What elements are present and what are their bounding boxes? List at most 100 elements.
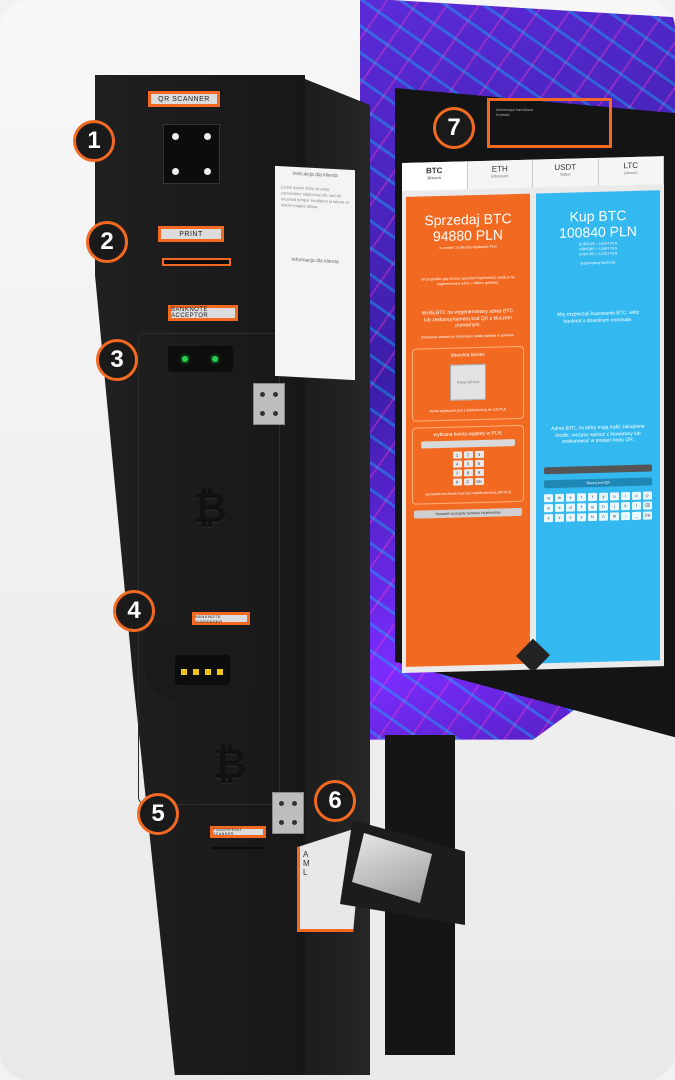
marker-2: 2 <box>86 221 128 263</box>
banknote-acceptor-label: BANKNOTE ACCEPTOR <box>168 305 238 321</box>
keyboard-key[interactable]: c <box>566 512 575 522</box>
keyboard-key[interactable]: b <box>588 512 597 521</box>
keypad-key[interactable]: 8 <box>463 468 473 476</box>
marker-3: 3 <box>96 339 138 381</box>
buy-instruction: Aby rozpocząć kupowanie BTC, włóż bankno… <box>556 309 640 325</box>
keyboard-key[interactable]: u <box>610 491 619 501</box>
buy-address-note: Adres BTC, na który mają trafić zakupion… <box>551 423 645 445</box>
confirm-exchange-button[interactable]: Sprawdź szczegóły wymiany kryptowaluty <box>414 507 522 519</box>
aml-label: A M L <box>303 850 310 877</box>
any-amount-box: dowolna kwota: Pokaż QR kod kwota wypłac… <box>412 345 524 422</box>
keyboard-key[interactable]: r <box>577 492 586 501</box>
keyboard-key[interactable]: t <box>588 492 597 501</box>
keyboard-key[interactable]: q <box>544 493 553 502</box>
keyboard-key[interactable]: _ <box>632 511 641 520</box>
keyboard-key[interactable]: g <box>588 502 597 511</box>
amount-input[interactable] <box>421 438 515 449</box>
keyboard-key[interactable]: ⌫ <box>643 500 652 510</box>
keyboard-key[interactable]: v <box>577 512 586 521</box>
banknote-dispenser-label: BANKNOTE DISPENSER <box>192 612 250 625</box>
keyboard-key[interactable]: l <box>632 501 641 510</box>
keyboard-key[interactable]: OK <box>643 510 652 520</box>
cabinet-door <box>138 333 280 805</box>
marker-7: 7 <box>433 107 475 149</box>
keyboard-key[interactable]: m <box>610 511 619 521</box>
qr-scanner-label-text: QR SCANNER <box>158 95 210 103</box>
banknote-acceptor-label-text: BANKNOTE ACCEPTOR <box>171 307 209 319</box>
sell-instruction: Wyślij BTC na wygenerowany adres BTC, lu… <box>421 308 515 329</box>
address-input[interactable] <box>544 463 652 474</box>
keypad-key[interactable]: 7 <box>452 468 462 477</box>
buy-rate-note: przyjmujemy banknoty <box>580 260 616 266</box>
keyboard-key[interactable]: y <box>599 492 608 501</box>
keyboard-key[interactable]: e <box>566 492 575 502</box>
keyboard-key[interactable]: - <box>621 511 630 520</box>
qr-scanner-window[interactable] <box>163 124 220 184</box>
keyboard-key[interactable]: o <box>632 491 641 500</box>
keyboard-key[interactable]: a <box>544 503 553 512</box>
banknote-acceptor-slot[interactable] <box>168 346 233 372</box>
keypad-key[interactable]: 2 <box>463 450 473 458</box>
chosen-amount-title: wybrana kwota wypłaty w PLN: <box>433 429 503 438</box>
receipt-printer-slot[interactable] <box>162 258 231 266</box>
keypad-key[interactable]: 9 <box>474 468 484 476</box>
sell-info: W przypadku gdy chcesz sprzedać kryptowa… <box>421 275 515 287</box>
marker-5: 5 <box>137 793 179 835</box>
keyboard-key[interactable]: n <box>599 512 608 521</box>
keypad-key[interactable]: OK <box>474 477 484 485</box>
keyboard-key[interactable]: i <box>621 491 630 500</box>
keyboard-key[interactable]: z <box>544 513 553 522</box>
keypad-key[interactable]: 3 <box>474 450 484 458</box>
show-qr-button[interactable]: Pokaż QR kod <box>450 363 486 401</box>
bitcoin-logo-icon: ₿ <box>212 740 248 787</box>
keypad-key[interactable]: 0 <box>452 477 462 486</box>
marker-4: 4 <box>113 590 155 632</box>
marker-6: 6 <box>314 780 356 822</box>
any-amount-note: kwota wypłacana jest z dokładnością do 1… <box>429 406 507 413</box>
camera-label-text: FINGERPRINT SCANNER <box>213 828 243 836</box>
sell-small-note: Bankomat ustawia po otrzymaniu opłaty wy… <box>421 332 515 339</box>
chosen-amount-box: wybrana kwota wypłaty w PLN: 1 2 3 4 5 6… <box>412 424 524 505</box>
keypad-key[interactable]: 5 <box>463 459 473 467</box>
keyboard-key[interactable]: f <box>577 502 586 511</box>
qr-scanner-label: QR SCANNER <box>148 91 220 107</box>
keyboard-key[interactable]: d <box>566 502 575 512</box>
status-led-icon <box>212 356 218 362</box>
dispenser-tray-icon <box>181 669 227 675</box>
keyboard-key[interactable]: s <box>555 503 564 512</box>
sell-note: w zamian za bitcoiny wypłacimy PLN <box>439 244 497 251</box>
sell-panel: Sprzedaj BTC 94880 PLN w zamian za bitco… <box>406 193 530 667</box>
any-amount-title: dowolna kwota: <box>450 351 486 359</box>
instruction-sheet: Instrukcja dla klienta Lorem ipsum dolor… <box>275 165 355 381</box>
keyboard-key[interactable]: x <box>555 513 564 522</box>
top-info-frame: Informacja handlowa Kontakt <box>487 98 612 148</box>
door-hinge-icon <box>272 792 304 834</box>
numeric-keypad: 1 2 3 4 5 6 7 8 9 0 C OK <box>413 449 523 486</box>
scan-qr-button[interactable]: Skanuj kod QR <box>544 476 652 488</box>
marker-1: 1 <box>73 120 115 162</box>
keypad-key[interactable]: 1 <box>452 450 462 459</box>
keyboard-key[interactable]: j <box>610 501 619 511</box>
print-label: PRINT <box>158 226 224 242</box>
door-hinge-icon <box>253 383 285 425</box>
keyboard-key[interactable]: w <box>555 493 564 502</box>
keyboard-key[interactable]: k <box>621 501 630 510</box>
keyboard-key[interactable]: h <box>599 502 608 511</box>
banknote-dispenser[interactable] <box>145 625 260 700</box>
keypad-key[interactable]: 6 <box>474 459 484 467</box>
keyboard-key[interactable]: p <box>643 490 652 500</box>
buy-panel: Kup BTC 100840 PLN EUR/EUR = 4,6247 PLN … <box>536 190 660 664</box>
banknote-dispenser-label-text: BANKNOTE DISPENSER <box>195 613 223 624</box>
keypad-key[interactable]: C <box>463 477 473 485</box>
top-info-line-1: Informacja handlowa <box>496 107 533 112</box>
bitcoin-logo-icon: ₿ <box>192 484 228 531</box>
status-led-icon <box>182 356 188 362</box>
keypad-key[interactable]: 4 <box>452 459 462 468</box>
